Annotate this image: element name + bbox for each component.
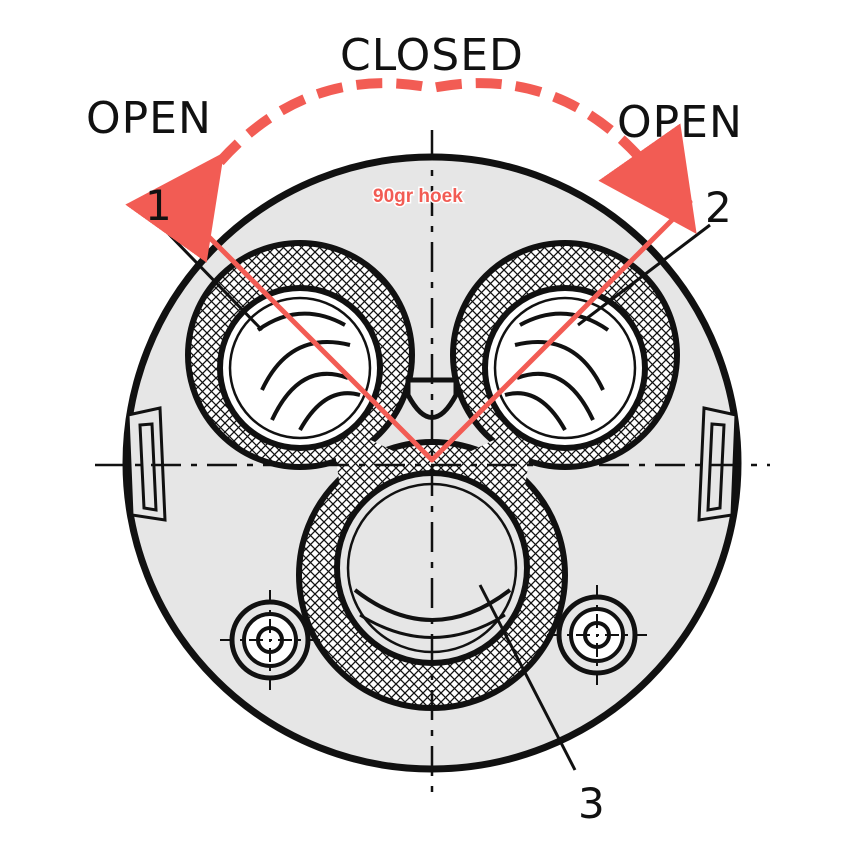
rotation-arrow [125,78,697,263]
port-2 [482,285,648,451]
label-angle: 90gr hoek [373,186,463,207]
label-open-right: OPEN [617,97,743,148]
callout-2: 2 [705,183,732,232]
arrowhead-left [180,170,214,203]
screw-hole-right [547,585,647,685]
label-open-left: OPEN [86,93,212,144]
arrowhead-right [640,165,672,200]
center-lines [95,130,770,800]
callout-3: 3 [578,779,605,828]
screw-hole-left [220,590,320,690]
label-closed: CLOSED [340,30,524,81]
callout-1: 1 [145,181,172,230]
left-clip [126,406,167,522]
